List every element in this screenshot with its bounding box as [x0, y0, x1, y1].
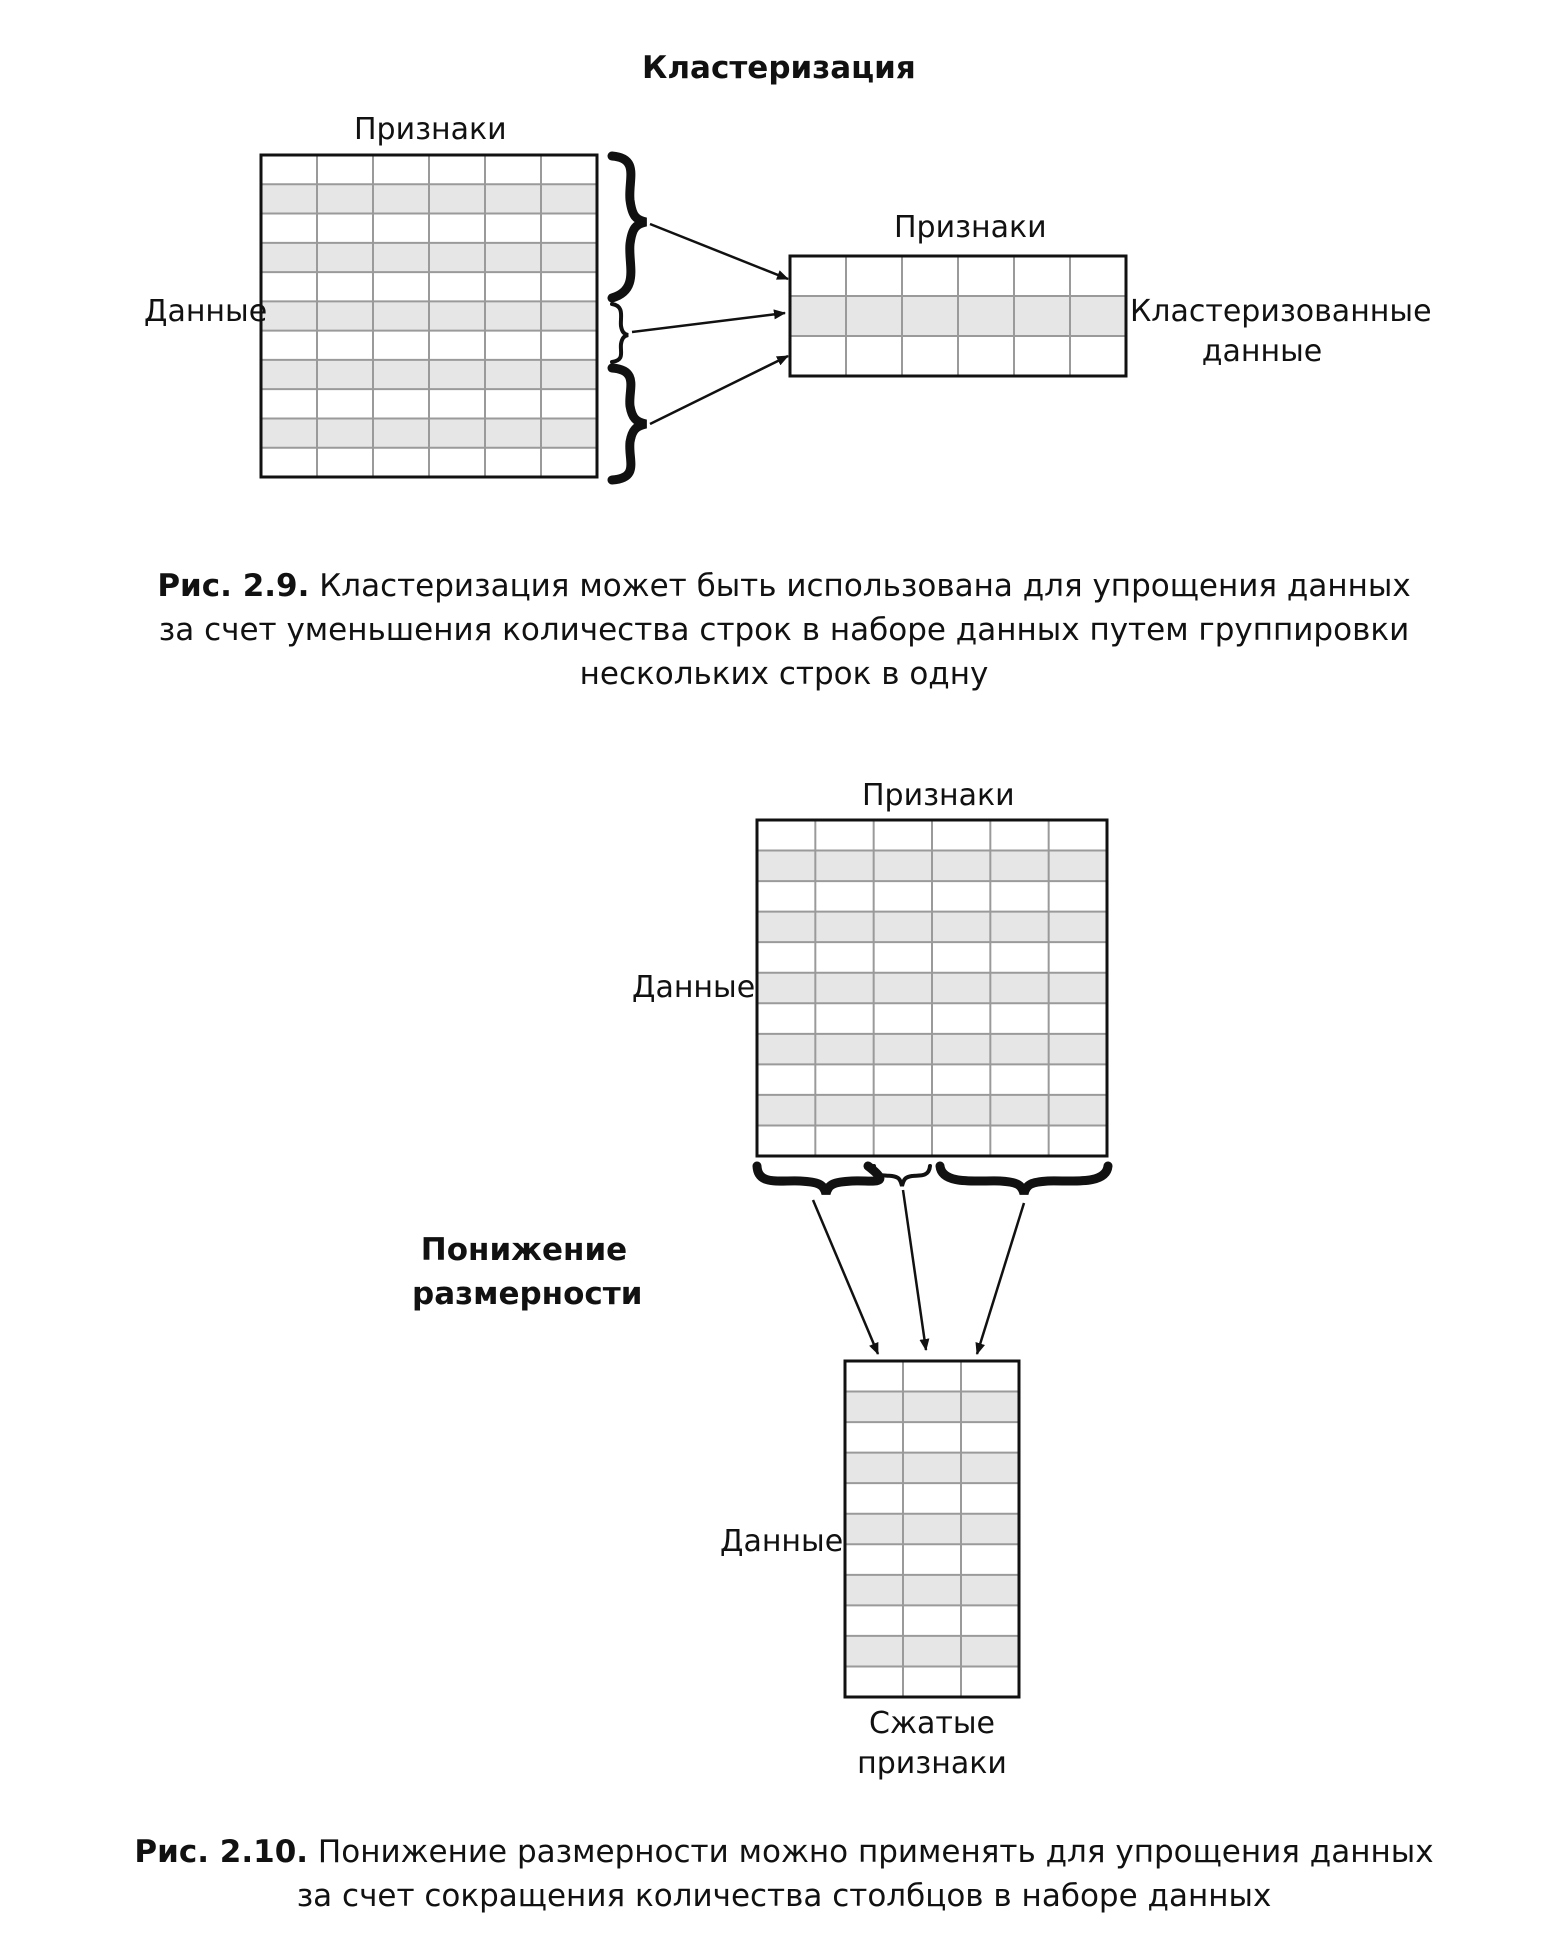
fig1-brace-top	[607, 151, 648, 303]
fig2-caption: Рис. 2.10. Понижение размерности можно п…	[0, 1830, 1568, 1918]
fig1-arrows	[631, 222, 789, 426]
fig2-title: Понижение размерности	[412, 1228, 643, 1316]
fig2-arrows	[811, 1189, 1026, 1355]
fig1-data-label: Данные	[144, 294, 268, 329]
fig2-brace-middle	[872, 1164, 932, 1187]
fig2-caption-line2: за счет сокращения количества столбцов в…	[296, 1878, 1272, 1914]
fig1-caption-number: Рис. 2.9.	[157, 568, 310, 604]
fig2-compressed-table-row	[845, 1391, 1019, 1423]
fig2-data-label-top: Данные	[632, 970, 756, 1005]
fig2-brace-right	[935, 1161, 1113, 1196]
fig2-feature-braces	[752, 1161, 1113, 1196]
fig1-features-label-right: Признаки	[894, 210, 1047, 245]
fig2-result-label: Сжатые признаки	[852, 1706, 1012, 1782]
fig1-result-label-line1: Кластеризованные	[1130, 294, 1432, 329]
fig2-compressed-table-border	[843, 1359, 1021, 1699]
fig1-result-label-line2: данные	[1201, 334, 1323, 369]
fig2-compressed-table-row	[845, 1483, 1019, 1514]
fig1-caption-line2: за счет уменьшения количества строк в на…	[158, 612, 1410, 648]
fig1-brace-middle	[610, 302, 629, 364]
fig1-clustered-table	[788, 254, 1128, 378]
fig2-features-label: Признаки	[862, 778, 1015, 813]
fig1-title: Кластеризация	[642, 50, 916, 86]
fig1-arrow-top	[649, 222, 789, 281]
fig2-caption-number: Рис. 2.10.	[134, 1834, 309, 1870]
fig1-result-label: Кластеризованные данные	[1130, 294, 1432, 370]
fig2-compressed-table-row	[845, 1574, 1019, 1606]
fig1-clustered-table-border	[788, 254, 1128, 378]
fig2-result-label-line2: признаки	[857, 1746, 1007, 1781]
fig1-arrow-middle	[631, 309, 786, 334]
fig2-caption-text1: Понижение размерности можно применять дл…	[317, 1834, 1434, 1870]
fig2-compressed-table	[843, 1359, 1021, 1699]
fig1-cluster-braces	[607, 151, 648, 485]
fig1-source-table-border	[259, 153, 599, 479]
fig2-arrow-right	[975, 1202, 1026, 1355]
fig2-compressed-table-row	[845, 1513, 1019, 1545]
fig2-compressed-table-row	[845, 1544, 1019, 1575]
fig2-source-table	[755, 818, 1109, 1158]
fig2-source-table-border	[755, 818, 1109, 1158]
fig2-arrow-middle	[901, 1189, 930, 1351]
fig1-arrow-bottom	[649, 354, 789, 426]
fig1-brace-bottom	[607, 363, 648, 485]
fig1-caption-text1: Кластеризация может быть использована дл…	[319, 568, 1411, 604]
fig2-title-line2: размерности	[412, 1276, 643, 1312]
fig1-caption: Рис. 2.9. Кластеризация может быть испол…	[0, 564, 1568, 696]
fig2-result-label-line1: Сжатые	[869, 1706, 995, 1741]
fig2-compressed-table-row	[845, 1666, 1019, 1697]
fig2-compressed-table-row	[845, 1361, 1019, 1392]
fig2-data-label-bottom: Данные	[720, 1524, 844, 1559]
fig1-caption-line1: Рис. 2.9. Кластеризация может быть испол…	[0, 564, 1568, 608]
fig2-caption-line1: Рис. 2.10. Понижение размерности можно п…	[0, 1830, 1568, 1874]
fig2-arrow-left	[811, 1199, 880, 1355]
fig2-title-line1: Понижение	[420, 1232, 628, 1268]
fig2-compressed-table-row	[845, 1605, 1019, 1636]
fig2-compressed-table-row	[845, 1635, 1019, 1667]
fig2-compressed-table-row	[845, 1452, 1019, 1484]
fig2-compressed-table-row	[845, 1422, 1019, 1453]
fig1-caption-line3: нескольких строк в одну	[579, 656, 989, 692]
fig1-features-label-left: Признаки	[354, 112, 507, 147]
fig2-brace-left	[752, 1161, 885, 1196]
fig1-source-table	[259, 153, 599, 479]
